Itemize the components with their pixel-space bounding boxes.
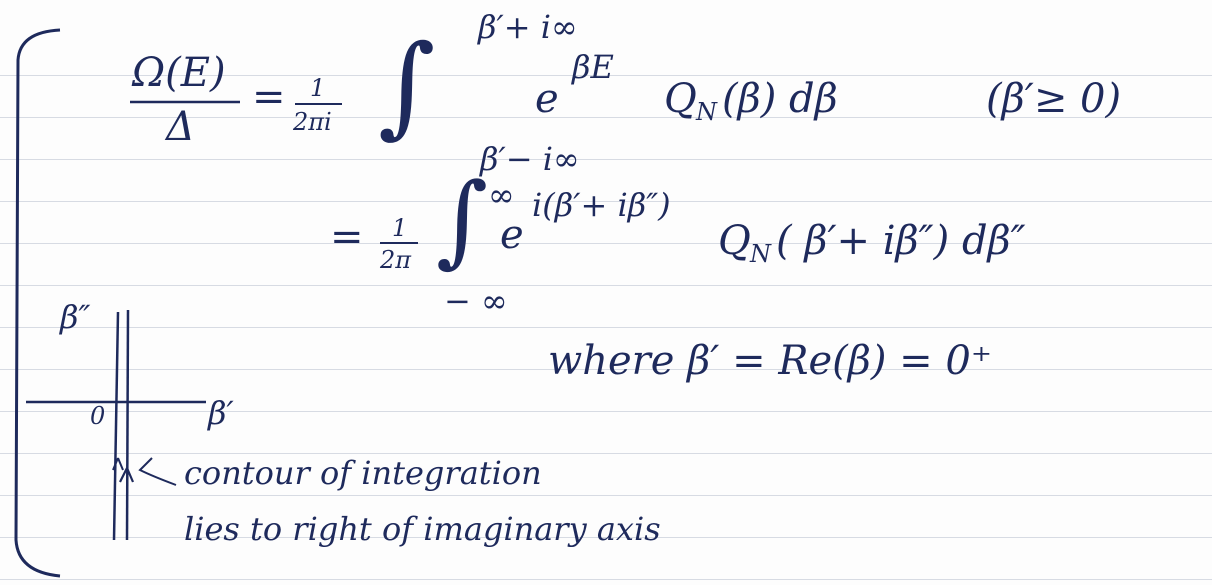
eq1-exp-base: e [535,76,559,122]
imaginary-axis [112,311,120,541]
eq2-integral-sign: ∫ [436,161,489,278]
where-clause: where β′ = Re(β) = 0⁺ [548,338,992,384]
eq2-coef-numerator: 1 [392,214,408,242]
contour-arrow [119,467,135,483]
eq1-coef-numerator: 1 [310,74,326,102]
eq2-lower-limit: − ∞ [444,282,508,320]
eq2-equals: = [330,214,364,260]
eq2-function-sub: N [750,240,771,268]
note-pointer [138,457,177,486]
eq2-exp-base: e [500,212,524,258]
eq1-lhs-numerator: Ω(E) [132,50,226,96]
note-line-2: lies to right of imaginary axis [184,510,661,548]
eq2-upper-limit: ∞ [488,176,515,214]
eq2-function-arg: ( β′+ iβ″) dβ″ [776,218,1026,264]
eq2-function: Q [718,218,751,264]
eq1-condition: (β′≥ 0) [986,76,1122,122]
eq1-upper-limit: β′+ i∞ [478,8,578,46]
eq2-exponent: i(β′+ iβ″) [532,186,671,224]
eq1-function-arg: (β) dβ [722,76,838,122]
origin-label: 0 [90,402,106,430]
left-brace [14,28,61,578]
contour-line [125,309,130,541]
eq1-function: Q [664,76,697,122]
eq1-exponent: βE [572,48,614,86]
eq1-integral-sign: ∫ [378,21,436,149]
contour-arrow-lower [112,457,124,471]
beta-double-prime-axis-label: β″ [60,298,91,336]
beta-prime-axis-label: β′ [208,394,234,432]
eq1-lhs-denominator: Δ [166,104,195,150]
eq1-coef-denominator: 2πi [293,108,332,136]
eq1-equals: = [252,74,286,120]
eq1-lower-limit: β′− i∞ [480,140,580,178]
eq1-function-sub: N [696,98,717,126]
note-line-1: contour of integration [184,454,542,492]
eq2-coef-denominator: 2π [380,246,412,274]
